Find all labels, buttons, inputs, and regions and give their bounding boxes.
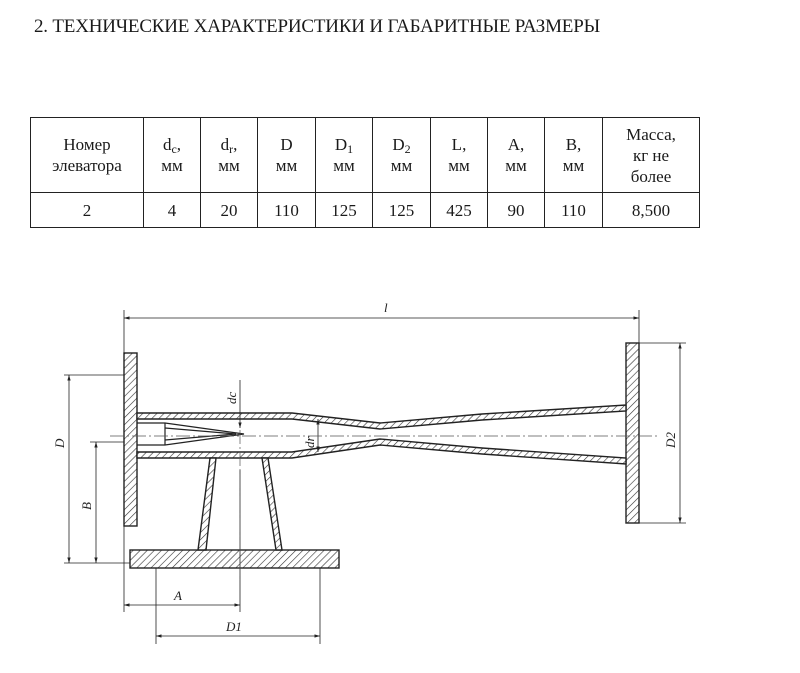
- header-symbol: D: [280, 135, 293, 154]
- header-unit: мм: [333, 156, 355, 175]
- header-subscript: 1: [347, 142, 354, 156]
- header-symbol: A: [507, 135, 521, 154]
- nozzle: [137, 422, 245, 446]
- header-symbol: D: [334, 135, 348, 154]
- header-unit: мм: [218, 156, 240, 175]
- header-suffix: ,: [233, 135, 238, 154]
- header-unit: мм: [448, 156, 470, 175]
- header-cell-L: L, мм: [430, 117, 488, 193]
- header-cell-mass: Масса, кг не более: [602, 117, 700, 193]
- header-cell-D: D мм: [257, 117, 316, 193]
- label-B: B: [79, 502, 94, 510]
- value-cell: 8,500: [602, 192, 700, 228]
- header-text: Номер: [63, 135, 111, 154]
- header-suffix: ,: [462, 135, 467, 154]
- header-subscript: r: [229, 142, 234, 156]
- label-A: A: [173, 588, 182, 603]
- value-cell: 90: [487, 192, 545, 228]
- branch-left-wall: [197, 457, 217, 551]
- label-D2: D2: [663, 432, 678, 449]
- branch-right-wall: [261, 457, 283, 551]
- header-text: элеватора: [52, 156, 122, 175]
- value-cell: 2: [30, 192, 144, 228]
- header-text: кг не: [632, 145, 670, 165]
- header-suffix: ,: [176, 135, 182, 154]
- header-cell-B: B, мм: [544, 117, 603, 193]
- header-suffix: ,: [577, 135, 582, 154]
- header-symbol: B: [565, 135, 578, 154]
- label-l: l: [384, 300, 388, 315]
- bottom-flange: [129, 549, 340, 569]
- header-text: более: [630, 166, 672, 186]
- elevator-body: [123, 342, 640, 569]
- specifications-table: Номер элеватора dc, мм dr, мм D мм D1 мм…: [30, 117, 700, 228]
- page-title: 2. ТЕХНИЧЕСКИЕ ХАРАКТЕРИСТИКИ И ГАБАРИТН…: [34, 16, 600, 37]
- right-flange: [625, 342, 640, 524]
- header-symbol: d: [162, 135, 172, 154]
- elevator-drawing: l dc dr D B D2 A D1: [52, 300, 686, 644]
- value-cell: 110: [544, 192, 603, 228]
- header-cell-dc: dc, мм: [143, 117, 201, 193]
- table-header-row: Номер элеватора dc, мм dr, мм D мм D1 мм…: [30, 117, 700, 193]
- label-dc: dc: [224, 392, 239, 405]
- dimension-lines: [64, 310, 686, 644]
- value-cell: 425: [430, 192, 488, 228]
- header-subscript: 2: [404, 142, 411, 156]
- header-subscript: c: [171, 142, 177, 156]
- header-symbol: L: [451, 135, 463, 154]
- header-unit: мм: [505, 156, 527, 175]
- value-cell: 4: [143, 192, 201, 228]
- header-cell-dr: dr, мм: [200, 117, 258, 193]
- value-cell: 20: [200, 192, 258, 228]
- label-D: D: [52, 438, 67, 449]
- header-unit: мм: [562, 156, 585, 175]
- header-cell-number: Номер элеватора: [30, 117, 144, 193]
- header-symbol: D: [392, 135, 405, 154]
- header-unit: мм: [275, 156, 298, 175]
- value-cell: 110: [257, 192, 316, 228]
- header-suffix: ,: [520, 135, 525, 154]
- value-cell: 125: [372, 192, 431, 228]
- label-dr: dr: [302, 436, 317, 449]
- label-D1: D1: [225, 619, 242, 634]
- header-symbol: d: [220, 135, 230, 154]
- header-cell-D1: D1 мм: [315, 117, 373, 193]
- header-unit: мм: [161, 156, 183, 175]
- table-row: 2 4 20 110 125 125 425 90 110 8,500: [30, 192, 700, 228]
- left-flange: [123, 352, 138, 527]
- value-cell: 125: [315, 192, 373, 228]
- top-wall: [136, 404, 627, 430]
- center-lines: [110, 430, 660, 580]
- header-text: Масса,: [626, 124, 676, 144]
- header-unit: мм: [390, 156, 413, 175]
- header-cell-D2: D2 мм: [372, 117, 431, 193]
- header-cell-A: A, мм: [487, 117, 545, 193]
